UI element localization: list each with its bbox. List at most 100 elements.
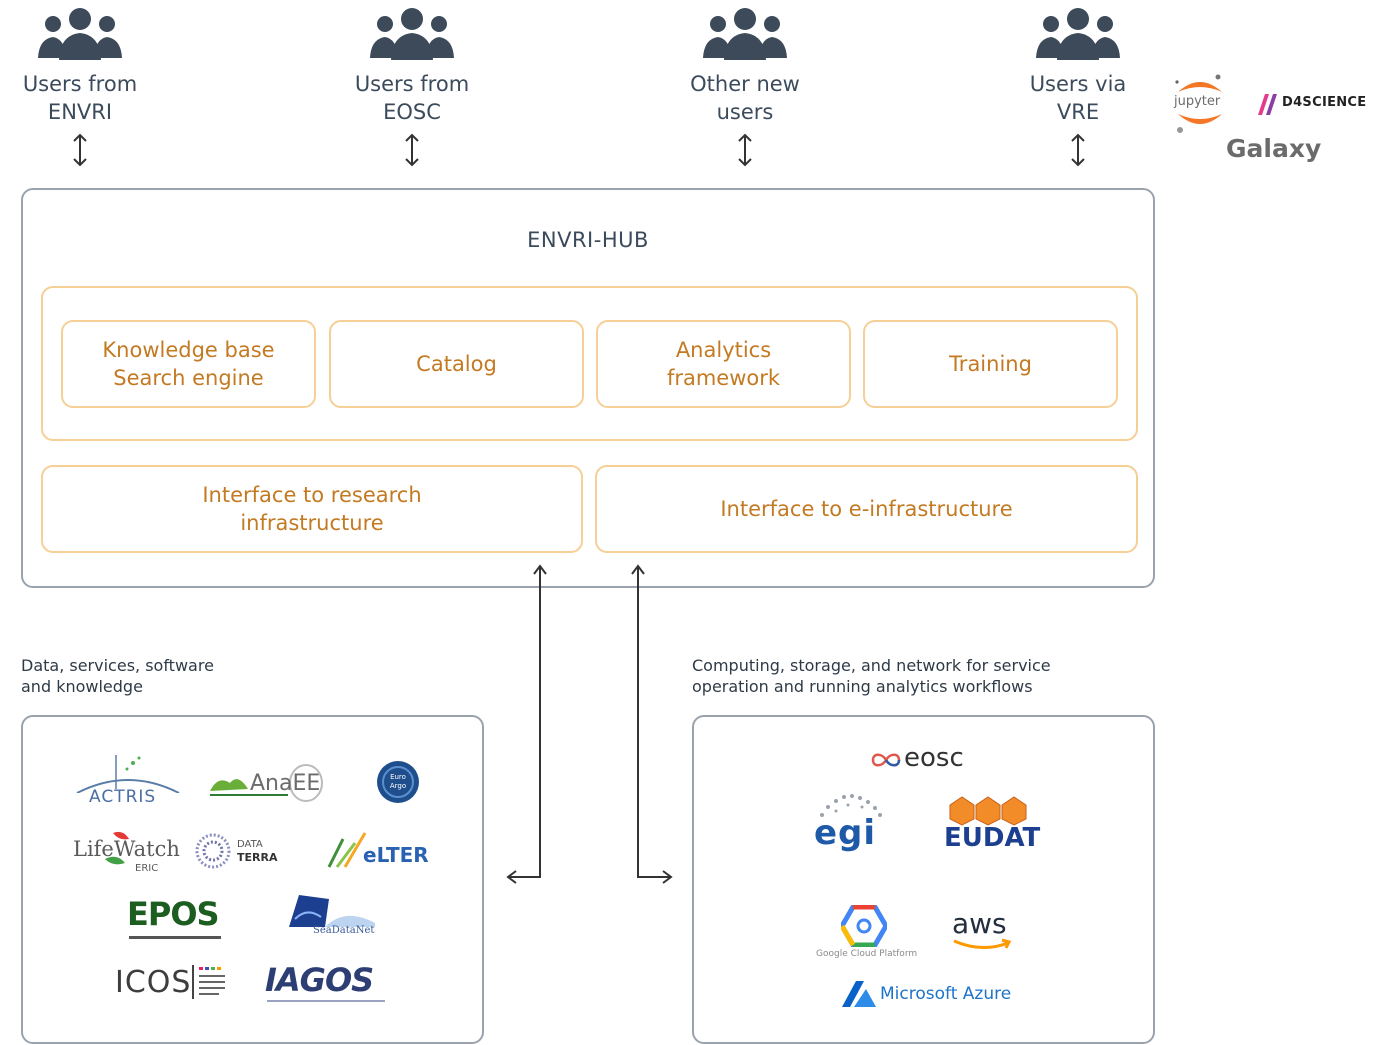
icos-logo: ICOS <box>115 963 245 1003</box>
connector-einfra-arrow <box>631 564 673 884</box>
caption-line: Computing, storage, and network for serv… <box>692 656 1051 675</box>
interface-e-infrastructure: Interface to e-infrastructure <box>595 465 1138 553</box>
icos-label: ICOS <box>115 965 192 1000</box>
caption-line: operation and running analytics workflow… <box>692 677 1033 696</box>
user-group-label: Users via VRE <box>1008 70 1148 126</box>
seadatanet-logo: SeaDataNet <box>285 893 381 939</box>
data-terra-bottom-label: TERRA <box>237 851 278 864</box>
iagos-label: IAGOS <box>265 961 374 999</box>
azure-label: Microsoft Azure <box>880 984 1012 1004</box>
epos-logo: EPOS <box>127 895 227 941</box>
anaee-label: AnaEE <box>250 771 321 796</box>
jupyter-label: jupyter <box>1174 94 1221 109</box>
eudat-label: EUDAT <box>944 823 1041 853</box>
euro-argo-globe-icon <box>377 761 419 803</box>
module-training: Training <box>863 320 1118 408</box>
google-cloud-hexagon-icon <box>841 905 887 947</box>
people-group-icon <box>703 8 787 60</box>
google-cloud-label: Google Cloud Platform <box>816 949 918 959</box>
double-headed-arrow-icon <box>738 133 752 167</box>
module-label: Catalog <box>416 352 497 376</box>
e-infrastructures-panel: eosc egi EUDAT <box>692 715 1155 1044</box>
people-group-icon <box>1036 8 1120 60</box>
people-group-icon <box>370 8 454 60</box>
user-group-label: Users from ENVRI <box>10 70 150 126</box>
caption-line: and knowledge <box>21 677 143 696</box>
aws-smile-icon <box>953 938 1012 949</box>
d4science-logo-icon <box>1258 94 1277 115</box>
envri-hub: ENVRI-HUB Knowledge base Search engine C… <box>21 188 1155 588</box>
iagos-logo: IAGOS <box>265 961 389 1003</box>
eosc-infinity-icon <box>871 753 901 767</box>
elter-grass-icon <box>327 832 367 868</box>
seadatanet-wave-icon <box>289 895 375 927</box>
connector-research-arrow <box>506 564 547 884</box>
egi-label: egi <box>814 813 877 853</box>
label-line: Users from <box>354 72 470 96</box>
caption-line: Data, services, software <box>21 656 214 675</box>
galaxy-label: Galaxy <box>1226 134 1322 163</box>
azure-a-icon <box>842 981 876 1007</box>
research-infrastructures-panel: ACTRIS AnaEE Euro Argo LifeWatch ERIC DA… <box>21 715 484 1044</box>
left-panel-caption: Data, services, software and knowledge <box>21 655 214 697</box>
module-catalog: Catalog <box>329 320 584 408</box>
module-label: framework <box>666 366 781 390</box>
actris-logo: ACTRIS <box>73 753 183 813</box>
euro-argo-label: Euro Argo <box>389 773 407 790</box>
elter-logo: eLTER <box>325 831 435 871</box>
interface-label: infrastructure <box>240 511 384 535</box>
data-terra-swirl-icon <box>195 833 231 869</box>
lifewatch-eric-label: ERIC <box>135 863 159 874</box>
egi-dots-icon <box>820 794 882 817</box>
user-group-label: Other new users <box>675 70 815 126</box>
jupyter-logo <box>1175 74 1222 133</box>
interface-research-infrastructure: Interface to research infrastructure <box>41 465 583 553</box>
iagos-underline-icon <box>267 1000 385 1002</box>
label-line: Users from <box>22 72 138 96</box>
interface-label: Interface to e-infrastructure <box>720 497 1013 521</box>
data-terra-top-label: DATA <box>237 839 263 850</box>
seadatanet-label: SeaDataNet <box>313 925 375 936</box>
user-group-vre: Users via VRE <box>1008 6 1148 168</box>
user-group-other: Other new users <box>675 6 815 168</box>
vre-logos: jupyter D4SCIENCE Galaxy <box>1170 70 1380 170</box>
label-line: users <box>716 100 774 124</box>
module-analytics-framework: Analytics framework <box>596 320 851 408</box>
label-line: VRE <box>1056 100 1100 124</box>
epos-label: EPOS <box>127 895 220 933</box>
aws-logo: aws <box>950 907 1020 953</box>
label-line: Other new <box>690 72 800 96</box>
egi-logo: egi <box>812 793 888 853</box>
user-group-eosc: Users from EOSC <box>342 6 482 168</box>
euro-argo-logo: Euro Argo <box>375 759 421 805</box>
user-group-envri: Users from ENVRI <box>10 6 150 168</box>
user-group-label: Users from EOSC <box>342 70 482 126</box>
label-line: EOSC <box>383 100 441 124</box>
aws-label: aws <box>952 907 1007 940</box>
eudat-logo: EUDAT <box>942 793 1042 857</box>
hub-title: ENVRI-HUB <box>527 228 649 252</box>
google-cloud-logo: Google Cloud Platform <box>814 905 918 963</box>
actris-label: ACTRIS <box>89 787 157 807</box>
elter-label: eLTER <box>363 843 429 867</box>
data-terra-logo: DATA TERRA <box>193 831 293 871</box>
d4science-label: D4SCIENCE <box>1282 95 1367 110</box>
double-headed-arrow-icon <box>1071 133 1085 167</box>
lifewatch-leaf-icon <box>105 831 129 865</box>
module-label: Training <box>949 352 1032 376</box>
module-label: Analytics <box>675 338 772 362</box>
interface-label: Interface to research <box>202 483 422 507</box>
module-label: Knowledge base <box>102 338 275 362</box>
lifewatch-logo: LifeWatch ERIC <box>73 829 180 879</box>
epos-bar-icon <box>129 936 221 939</box>
people-group-icon <box>38 8 122 60</box>
right-panel-caption: Computing, storage, and network for serv… <box>692 655 1051 697</box>
icos-divider-icon <box>192 965 225 999</box>
hub-modules-frame: Knowledge base Search engine Catalog Ana… <box>41 286 1138 441</box>
lifewatch-label: LifeWatch <box>73 837 180 861</box>
azure-logo: Microsoft Azure <box>840 979 1012 1013</box>
double-headed-arrow-icon <box>405 133 419 167</box>
module-label: Search engine <box>113 366 264 390</box>
label-line: ENVRI <box>47 100 113 124</box>
